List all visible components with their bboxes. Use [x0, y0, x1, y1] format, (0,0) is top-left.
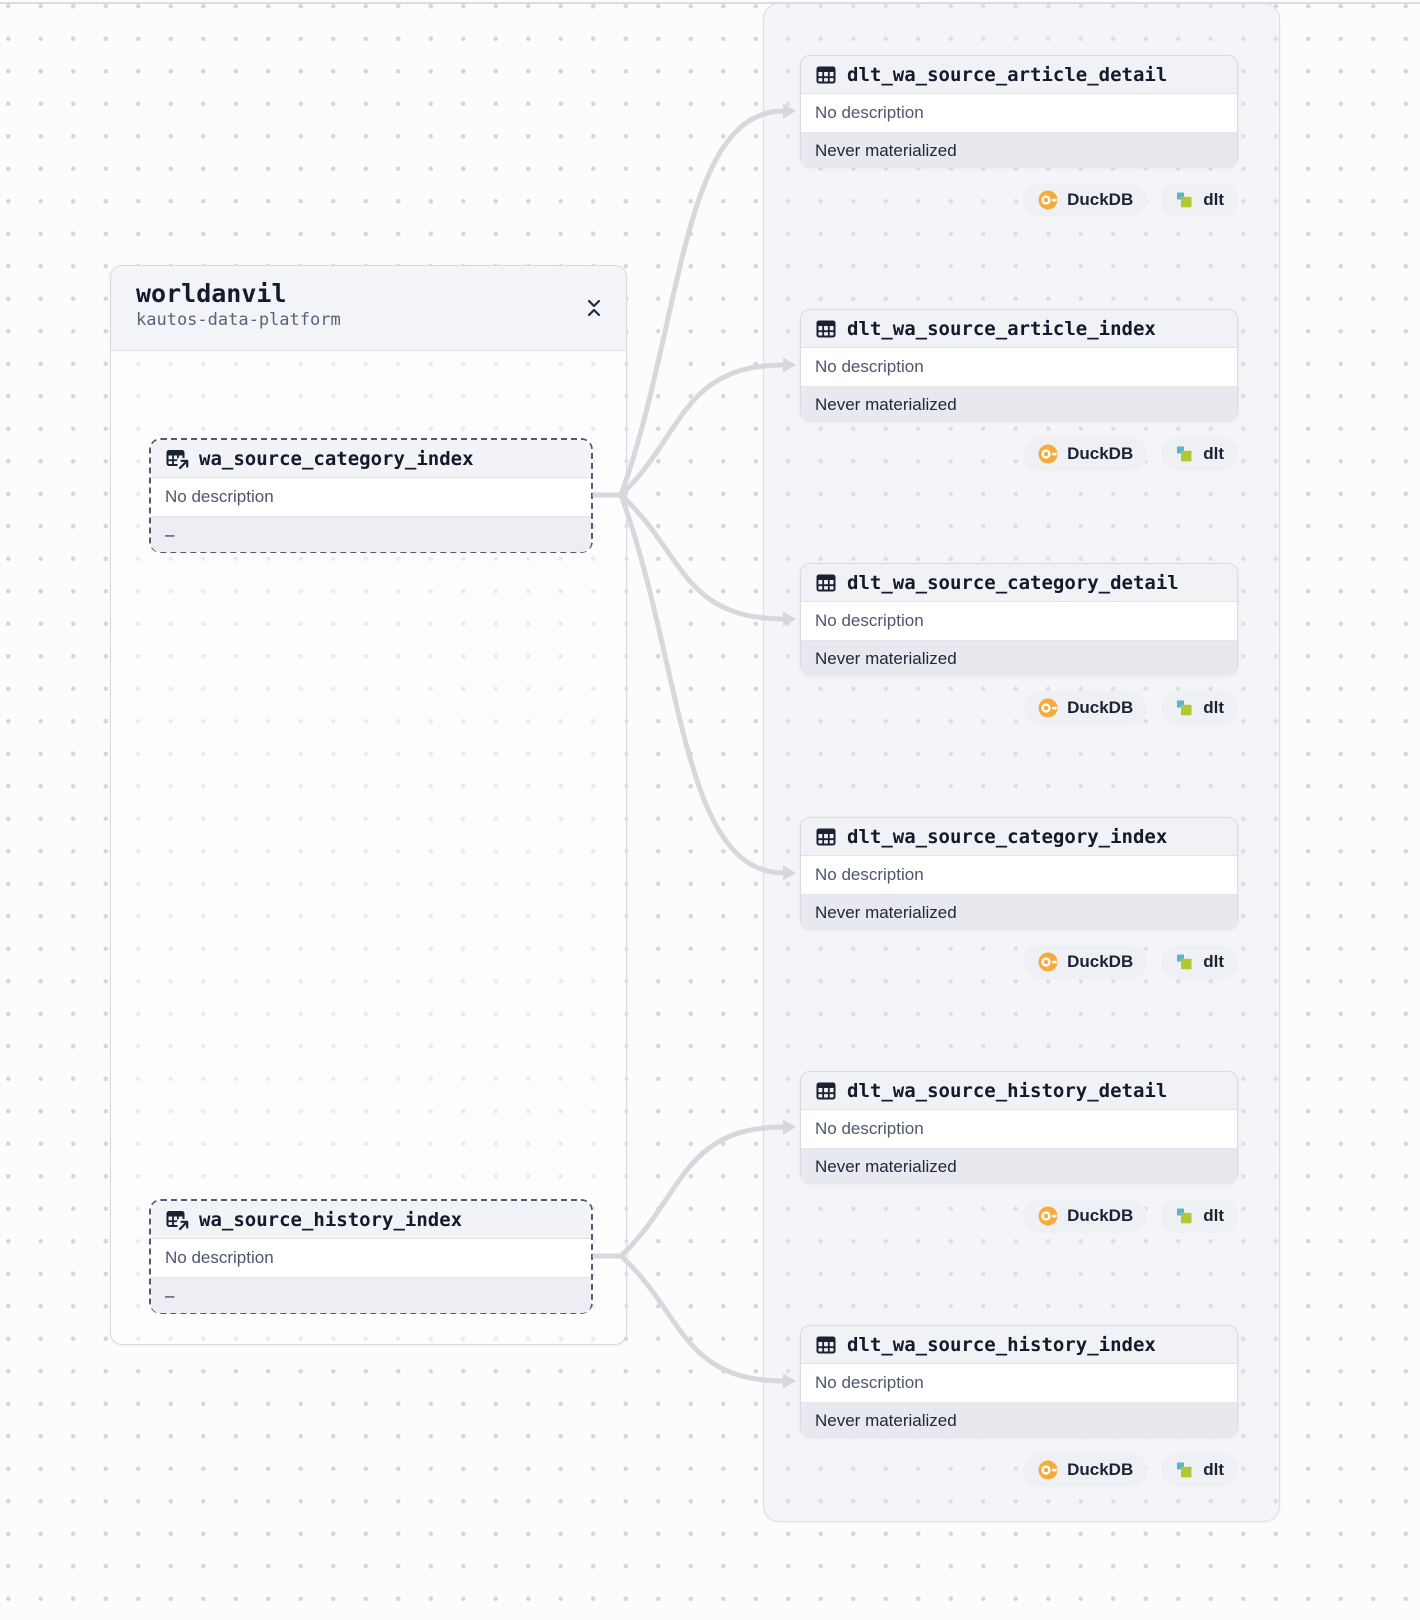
dlt-icon [1175, 1460, 1195, 1480]
duckdb-icon [1037, 189, 1059, 211]
asset-node[interactable]: dlt_wa_source_history_detail No descript… [800, 1071, 1238, 1184]
asset-node-status: Never materialized [801, 641, 1237, 676]
table-icon [815, 1080, 837, 1102]
asset-node[interactable]: dlt_wa_source_article_detail No descript… [800, 55, 1238, 168]
duckdb-icon [1037, 1205, 1059, 1227]
asset-node-status: Never materialized [801, 133, 1237, 168]
dlt-badge[interactable]: dlt [1161, 1199, 1238, 1233]
duckdb-icon [1037, 1459, 1059, 1481]
group-header: worldanvil kautos-data-platform [111, 266, 626, 351]
source-node-title: wa_source_history_index [199, 1208, 463, 1231]
badge-row: DuckDB dlt [1023, 1199, 1238, 1233]
source-node-header: wa_source_history_index [151, 1201, 591, 1239]
duckdb-badge[interactable]: DuckDB [1023, 183, 1148, 217]
duckdb-badge[interactable]: DuckDB [1023, 437, 1148, 471]
asset-node[interactable]: dlt_wa_source_history_index No descripti… [800, 1325, 1238, 1438]
asset-node-status: Never materialized [801, 387, 1237, 422]
asset-node-description: No description [801, 856, 1237, 895]
badge-label: dlt [1203, 444, 1224, 463]
table-icon [815, 826, 837, 848]
source-node-status: – [151, 517, 591, 552]
duckdb-icon [1037, 443, 1059, 465]
asset-node-title: dlt_wa_source_article_index [847, 317, 1156, 340]
asset-node-header: dlt_wa_source_category_index [801, 818, 1237, 856]
asset-node-status: Never materialized [801, 895, 1237, 930]
badge-label: dlt [1203, 1460, 1224, 1479]
asset-node[interactable]: dlt_wa_source_category_index No descript… [800, 817, 1238, 930]
asset-node-description: No description [801, 602, 1237, 641]
asset-node[interactable]: dlt_wa_source_category_detail No descrip… [800, 563, 1238, 676]
asset-node-title: dlt_wa_source_history_detail [847, 1079, 1168, 1102]
badge-row: DuckDB dlt [1023, 183, 1238, 217]
duckdb-badge[interactable]: DuckDB [1023, 1453, 1148, 1487]
table-icon [815, 1334, 837, 1356]
source-node-status: – [151, 1278, 591, 1313]
duckdb-icon [1037, 951, 1059, 973]
badge-label: DuckDB [1067, 1206, 1134, 1225]
badge-label: DuckDB [1067, 190, 1134, 209]
source-node-description: No description [151, 478, 591, 517]
badge-label: dlt [1203, 1206, 1224, 1225]
table-icon [815, 318, 837, 340]
asset-node-header: dlt_wa_source_history_index [801, 1326, 1237, 1364]
asset-node[interactable]: dlt_wa_source_article_index No descripti… [800, 309, 1238, 422]
asset-node-description: No description [801, 348, 1237, 387]
dlt-icon [1175, 190, 1195, 210]
dlt-icon [1175, 444, 1195, 464]
badge-row: DuckDB dlt [1023, 691, 1238, 725]
badge-row: DuckDB dlt [1023, 1453, 1238, 1487]
source-asset-node[interactable]: wa_source_category_index No description … [149, 438, 593, 553]
badge-row: DuckDB dlt [1023, 437, 1238, 471]
group-subtitle: kautos-data-platform [136, 310, 341, 330]
dlt-icon [1175, 1206, 1195, 1226]
asset-node-status: Never materialized [801, 1149, 1237, 1184]
badge-label: DuckDB [1067, 1460, 1134, 1479]
source-node-title: wa_source_category_index [199, 447, 474, 470]
asset-node-title: dlt_wa_source_history_index [847, 1333, 1156, 1356]
dlt-badge[interactable]: dlt [1161, 183, 1238, 217]
duckdb-icon [1037, 697, 1059, 719]
asset-node-description: No description [801, 1110, 1237, 1149]
asset-node-header: dlt_wa_source_history_detail [801, 1072, 1237, 1110]
duckdb-badge[interactable]: DuckDB [1023, 1199, 1148, 1233]
table-source-icon [165, 447, 189, 471]
table-icon [815, 572, 837, 594]
top-divider [0, 2, 1420, 4]
asset-node-title: dlt_wa_source_category_detail [847, 571, 1179, 594]
source-node-header: wa_source_category_index [151, 440, 591, 478]
asset-node-header: dlt_wa_source_article_index [801, 310, 1237, 348]
dlt-badge[interactable]: dlt [1161, 691, 1238, 725]
badge-label: DuckDB [1067, 444, 1134, 463]
group-worldanvil: worldanvil kautos-data-platform wa_sourc… [110, 265, 627, 1345]
collapse-group-button[interactable] [584, 298, 604, 320]
duckdb-badge[interactable]: DuckDB [1023, 691, 1148, 725]
asset-node-title: dlt_wa_source_category_index [847, 825, 1168, 848]
collapse-vertical-icon [585, 298, 603, 318]
dlt-icon [1175, 952, 1195, 972]
badge-label: DuckDB [1067, 698, 1134, 717]
table-icon [815, 64, 837, 86]
asset-node-description: No description [801, 94, 1237, 133]
source-asset-node[interactable]: wa_source_history_index No description – [149, 1199, 593, 1314]
table-source-icon [165, 1208, 189, 1232]
dlt-badge[interactable]: dlt [1161, 1453, 1238, 1487]
asset-node-header: dlt_wa_source_article_detail [801, 56, 1237, 94]
asset-node-status: Never materialized [801, 1403, 1237, 1438]
badge-row: DuckDB dlt [1023, 945, 1238, 979]
dlt-badge[interactable]: dlt [1161, 437, 1238, 471]
badge-label: dlt [1203, 698, 1224, 717]
badge-label: DuckDB [1067, 952, 1134, 971]
duckdb-badge[interactable]: DuckDB [1023, 945, 1148, 979]
asset-group-container [763, 3, 1280, 1522]
group-title: worldanvil [136, 279, 287, 308]
asset-node-header: dlt_wa_source_category_detail [801, 564, 1237, 602]
source-node-description: No description [151, 1239, 591, 1278]
dlt-badge[interactable]: dlt [1161, 945, 1238, 979]
dlt-icon [1175, 698, 1195, 718]
asset-node-title: dlt_wa_source_article_detail [847, 63, 1168, 86]
badge-label: dlt [1203, 190, 1224, 209]
badge-label: dlt [1203, 952, 1224, 971]
asset-node-description: No description [801, 1364, 1237, 1403]
